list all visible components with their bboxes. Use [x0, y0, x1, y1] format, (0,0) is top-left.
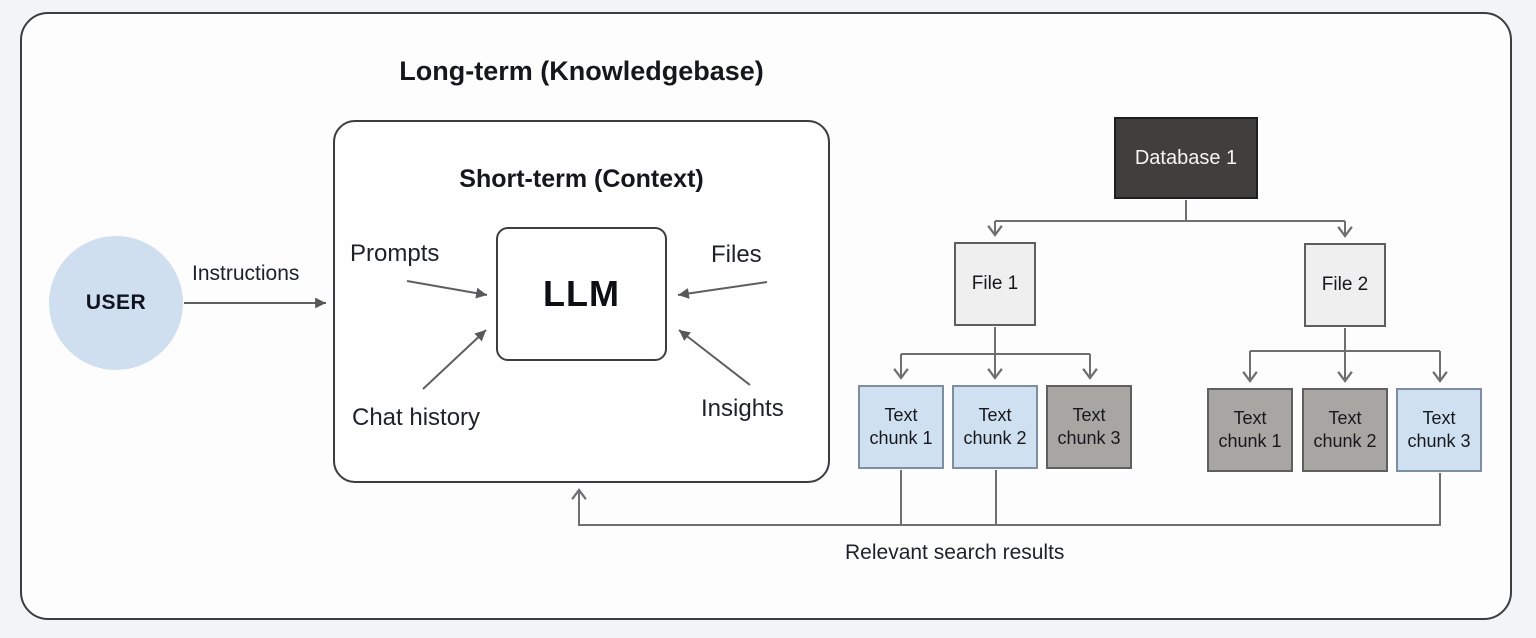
file1-text-chunk-3: Text chunk 3: [1046, 385, 1132, 469]
user-circle: USER: [49, 236, 183, 370]
file2-text-chunk-2: Text chunk 2: [1302, 388, 1388, 472]
file1-text-chunk-2: Text chunk 2: [952, 385, 1038, 469]
prompts-label: Prompts: [350, 240, 440, 267]
file1-text-chunk-1: Text chunk 1: [858, 385, 944, 469]
long-term-title: Long-term (Knowledgebase): [399, 56, 764, 86]
file2-text-chunk-1: Text chunk 1: [1207, 388, 1293, 472]
relevant-search-results-label: Relevant search results: [845, 541, 1065, 564]
insights-label: Insights: [701, 395, 784, 422]
file2-text-chunk-3: Text chunk 3: [1396, 388, 1482, 472]
llm-box: LLM: [496, 227, 667, 361]
files-label: Files: [711, 241, 762, 268]
instructions-label: Instructions: [192, 262, 300, 285]
file-2-box: File 2: [1304, 243, 1386, 327]
chat-history-label: Chat history: [352, 404, 481, 431]
short-term-title: Short-term (Context): [459, 165, 704, 193]
file-1-box: File 1: [954, 242, 1036, 326]
database-box: Database 1: [1114, 117, 1258, 199]
